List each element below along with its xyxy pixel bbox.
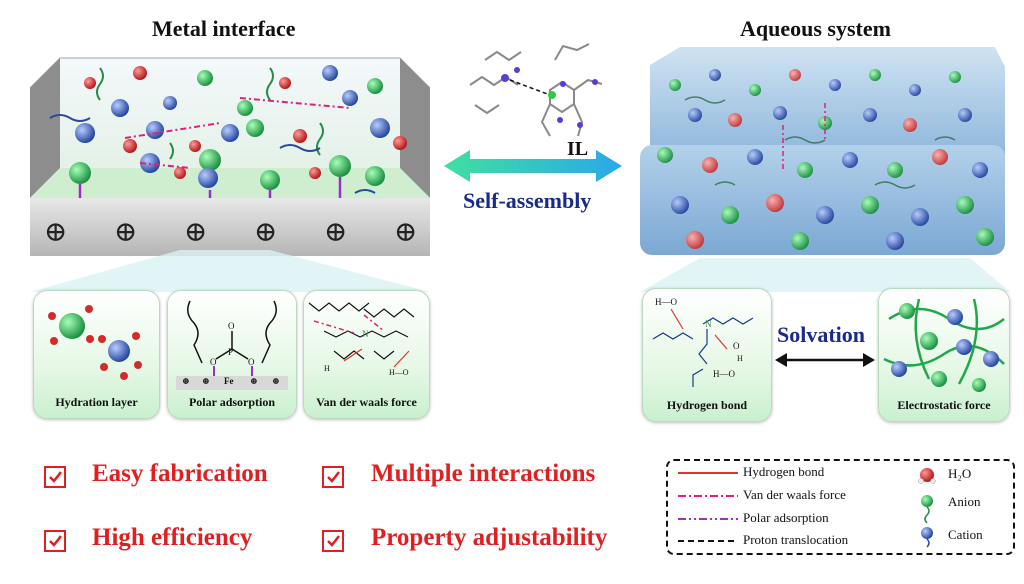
metal-interface-illustration <box>30 57 430 256</box>
positive-charge-icon: ⊕ <box>324 217 348 248</box>
hydration-layer-panel: Hydration layer <box>33 290 160 419</box>
polar-adsorption-label: Polar adsorption <box>188 395 276 409</box>
zoom-beam-right <box>640 258 1010 292</box>
positive-charge-icon: ⊕ <box>394 217 418 248</box>
svg-text:O: O <box>248 357 255 367</box>
metal-interface-title: Metal interface <box>152 16 296 41</box>
positive-charge-icon: ⊕ <box>202 376 210 386</box>
solvation-label: Solvation <box>777 322 866 347</box>
legend-anion: Anion <box>948 494 981 509</box>
self-assembly-arrow <box>444 150 622 182</box>
svg-text:O: O <box>210 357 217 367</box>
electrostatic-diagram <box>883 298 1005 392</box>
legend-water: H₂O <box>948 466 972 481</box>
legend: Hydrogen bond Van der waals force Polar … <box>666 459 1015 555</box>
legend-van-der-waals: Van der waals force <box>743 487 846 502</box>
electrostatic-force-panel: Electrostatic force <box>878 288 1010 422</box>
svg-text:O: O <box>733 341 740 351</box>
aqueous-system-illustration <box>640 47 1005 255</box>
positive-charge-icon: ⊕ <box>250 376 258 386</box>
positive-charge-icon: ⊕ <box>114 217 138 248</box>
hydrogen-bond-panel: H—O N O H H—O Hydrogen bond <box>642 288 772 422</box>
zoom-beam <box>30 250 430 292</box>
metal-charge-row: ⊕ ⊕ ⊕ ⊕ ⊕ ⊕ <box>44 215 424 248</box>
svg-text:H—O: H—O <box>389 368 409 377</box>
positive-charge-icon: ⊕ <box>184 217 208 248</box>
checkbox-icon <box>322 466 344 488</box>
aqueous-system-title: Aqueous system <box>740 16 891 41</box>
positive-charge-icon: ⊕ <box>272 376 280 386</box>
van-der-waals-label: Van der waals force <box>316 395 417 409</box>
svg-text:N: N <box>705 319 712 329</box>
feature-multiple-interactions: Multiple interactions <box>371 460 596 487</box>
van-der-waals-diagram: N H H—O <box>308 302 415 377</box>
svg-text:O: O <box>228 321 235 331</box>
svg-text:H: H <box>324 364 330 373</box>
fe-label: Fe <box>224 376 234 386</box>
legend-cation: Cation <box>948 527 983 542</box>
legend-hydrogen-bond: Hydrogen bond <box>743 464 825 479</box>
electrostatic-force-label: Electrostatic force <box>897 398 991 412</box>
legend-proton-translocation: Proton translocation <box>743 532 849 547</box>
positive-charge-icon: ⊕ <box>44 217 68 248</box>
polar-adsorption-panel: O P O O ⊕ ⊕ Fe ⊕ ⊕ Polar adsorption <box>167 290 297 419</box>
positive-charge-icon: ⊕ <box>182 376 190 386</box>
ionic-liquid-molecule <box>469 43 603 137</box>
legend-particle-swatches <box>918 468 936 548</box>
van-der-waals-panel: N H H—O Van der waals force <box>303 290 430 419</box>
il-label: IL <box>567 138 589 160</box>
feature-high-efficiency: High efficiency <box>92 524 253 551</box>
svg-text:P: P <box>228 347 233 357</box>
checkbox-icon <box>44 530 66 552</box>
feature-easy-fabrication: Easy fabrication <box>92 460 268 487</box>
solvation-double-arrow <box>775 353 875 367</box>
hydrogen-bond-diagram: H—O N O H H—O <box>652 297 754 387</box>
hydration-icon <box>48 305 142 380</box>
polar-adsorption-diagram: O P O O <box>176 300 288 390</box>
positive-charge-icon: ⊕ <box>254 217 278 248</box>
svg-text:H—O: H—O <box>713 369 735 379</box>
checkbox-icon <box>322 530 344 552</box>
svg-text:H: H <box>737 354 743 363</box>
feature-property-adjustability: Property adjustability <box>371 524 608 551</box>
hydration-layer-label: Hydration layer <box>55 395 138 409</box>
checkbox-icon <box>44 466 66 488</box>
hydrogen-bond-label: Hydrogen bond <box>666 398 748 412</box>
legend-line-swatches <box>678 472 738 542</box>
fe-surface: ⊕ ⊕ Fe ⊕ ⊕ <box>180 376 290 390</box>
svg-text:H—O: H—O <box>655 297 677 307</box>
svg-text:N: N <box>362 329 369 339</box>
legend-polar-adsorption: Polar adsorption <box>743 510 829 525</box>
self-assembly-label: Self-assembly <box>463 188 592 213</box>
